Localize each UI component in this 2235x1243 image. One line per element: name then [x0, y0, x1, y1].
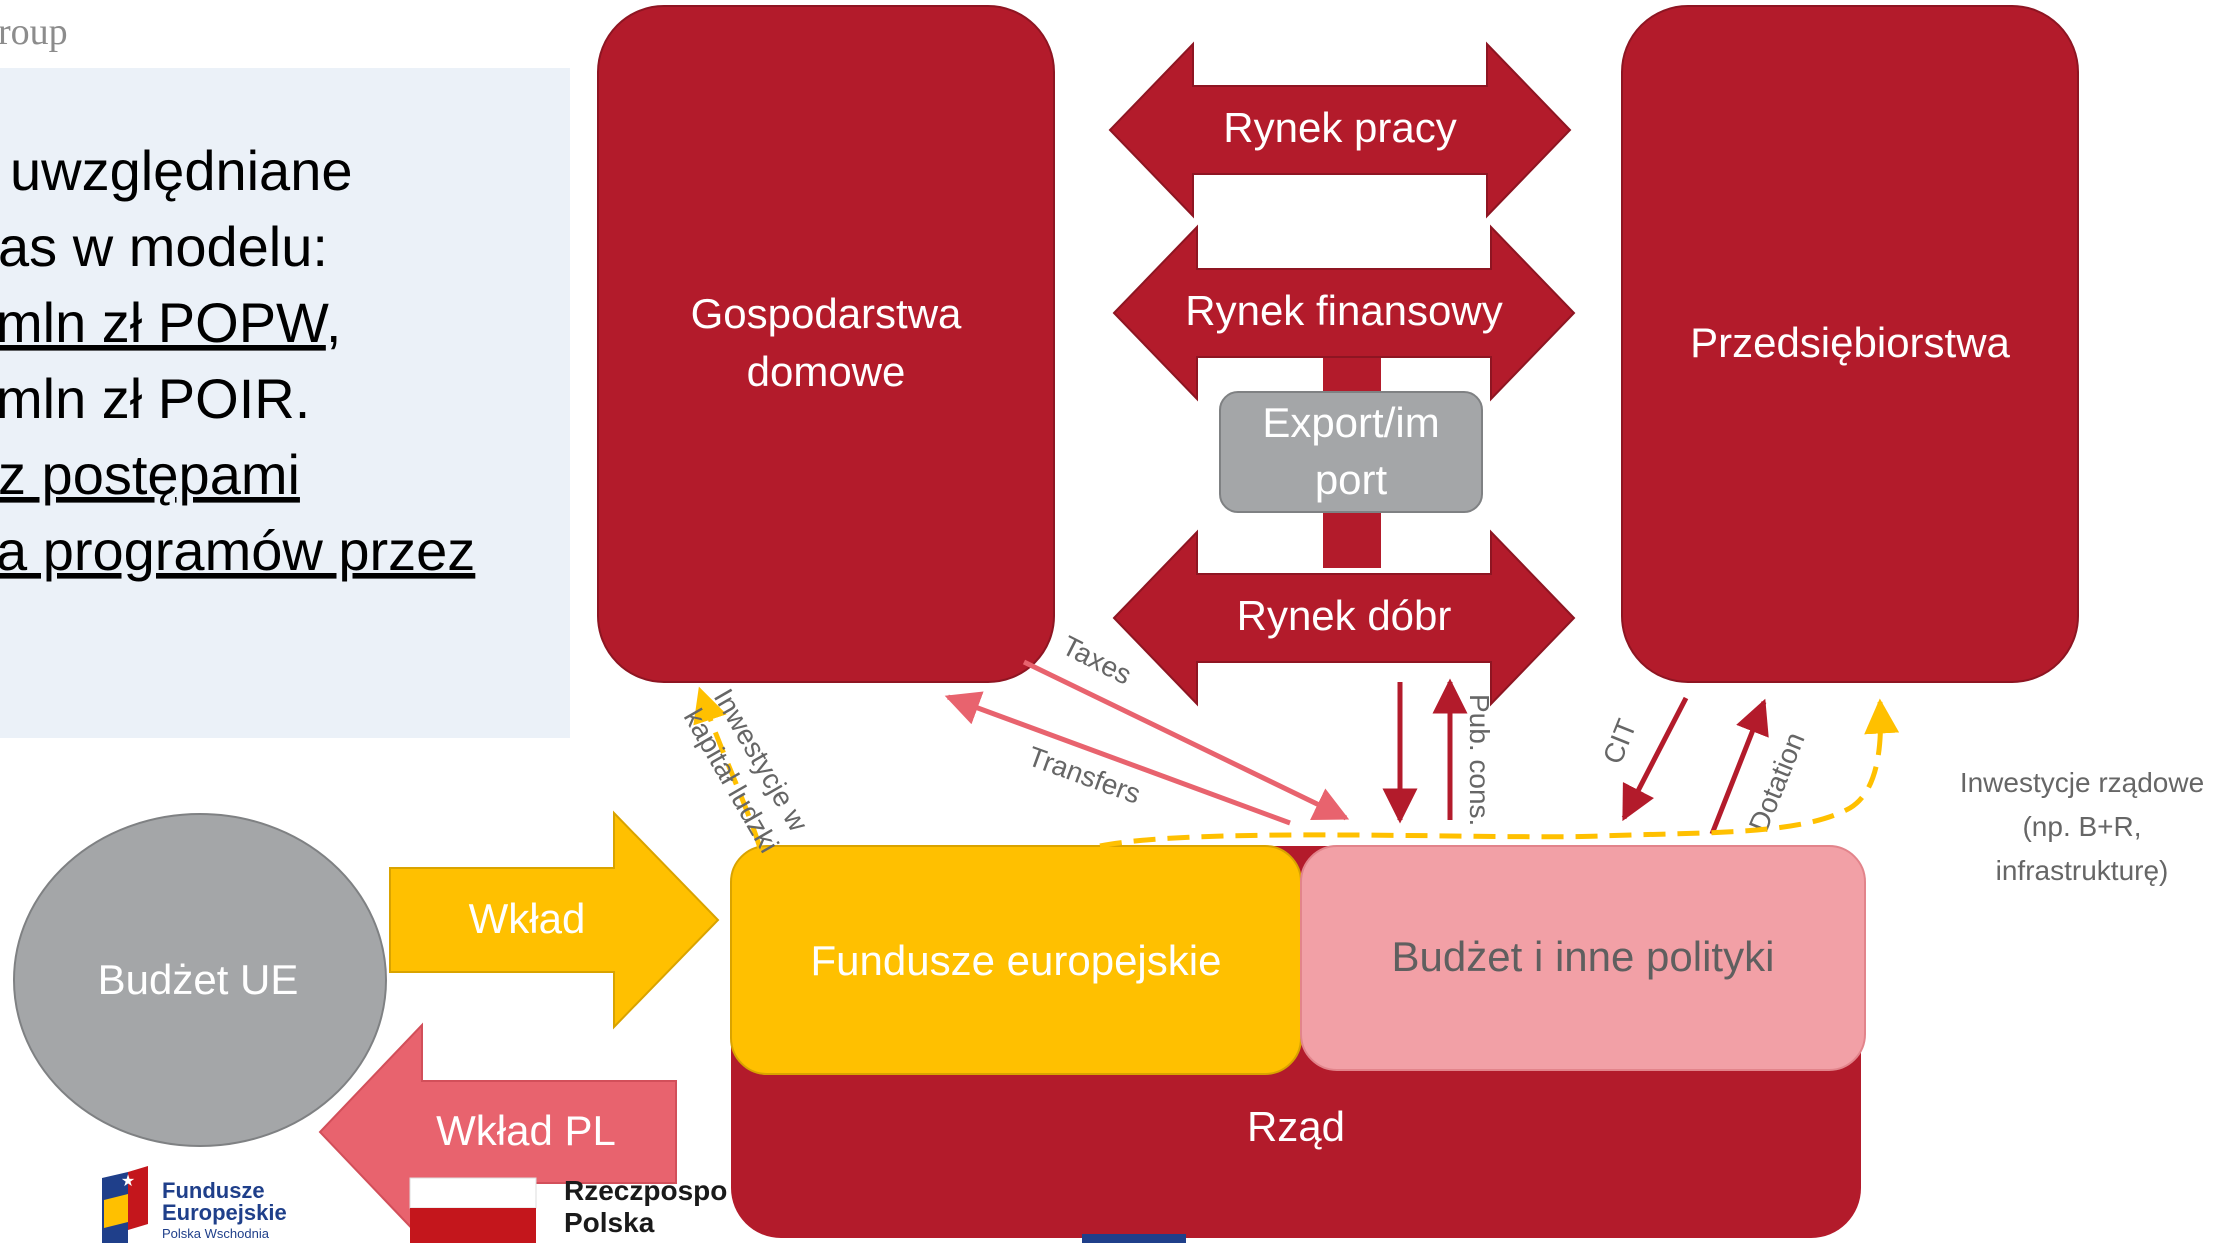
connector-export-goods: [1323, 508, 1381, 568]
labor-market-arrow: [1108, 41, 1572, 219]
pub-cons-label: Pub. cons.: [1464, 694, 1495, 826]
panel-line-3: mln zł POPW: [0, 291, 329, 354]
panel-line-4: mln zł POIR.: [0, 367, 310, 430]
svg-text:★: ★: [121, 1173, 135, 1190]
households-label-1: Gospodarstwa: [691, 290, 962, 337]
goods-market-arrow: [1112, 529, 1576, 707]
enterprises-box: [1621, 5, 2079, 683]
left-text-panel: [0, 68, 570, 738]
cit-arrow: [1621, 696, 1689, 822]
labor-market-label: Rynek pracy: [1223, 104, 1456, 151]
svg-text:as w modelu:: as w modelu:: [0, 215, 328, 278]
dotation-label: Dotation: [1743, 728, 1811, 836]
financial-market-label: Rynek finansowy: [1185, 287, 1502, 334]
header-logo-text: roup: [0, 11, 68, 53]
transfers-arrow: [944, 691, 1291, 826]
fe-logo-line-1: Fundusze: [162, 1178, 265, 1203]
left-panel-text: uwzględniane as w modelu: mln zł POPW, m…: [0, 139, 475, 582]
panel-line-6: a programów przez: [0, 519, 475, 582]
pl-contribution-arrow: [318, 1022, 677, 1242]
financial-market-arrow: [1112, 224, 1576, 402]
svg-text:uwzględniane: uwzględniane: [10, 139, 352, 202]
gov-investment-flow: [1099, 698, 1900, 849]
rp-logo-line-1: Rzeczpospo: [564, 1175, 727, 1206]
svg-text:mln zł POIR.: mln zł POIR.: [0, 367, 310, 430]
government-label: Rząd: [1247, 1103, 1345, 1150]
panel-line-3-suffix: ,: [326, 291, 342, 354]
european-funds-label: Fundusze europejskie: [811, 937, 1222, 984]
gov-investment-label-1: Inwestycje rządowe: [1960, 767, 2204, 798]
eu-budget-circle: [13, 813, 387, 1147]
svg-text:mln zł POPW,: mln zł POPW,: [0, 291, 341, 354]
human-capital-investment-flow: [693, 686, 763, 849]
taxes-arrow: [1022, 659, 1350, 821]
svg-text:z postępami: z postępami: [0, 443, 300, 506]
gov-investment-label-3: infrastrukturę): [1996, 855, 2169, 886]
fe-logo-line-3: Polska Wschodnia: [162, 1226, 270, 1241]
contribution-label: Wkład: [469, 895, 586, 942]
export-import-label-1: Export/im: [1262, 399, 1439, 446]
budget-policies-label: Budżet i inne polityki: [1392, 933, 1775, 980]
export-import-label-2: port: [1315, 456, 1388, 503]
eu-budget-label: Budżet UE: [98, 956, 299, 1003]
households-box: [597, 5, 1055, 683]
pl-contribution-label: Wkład PL: [436, 1107, 616, 1154]
svg-text:a programów przez: a programów przez: [0, 519, 475, 582]
export-import-box: [1219, 391, 1483, 513]
households-label-2: domowe: [747, 348, 906, 395]
budget-policies-box: [1300, 845, 1866, 1071]
contribution-arrow: [389, 810, 720, 1030]
dotation-arrow: [1709, 698, 1769, 835]
gov-investment-label-2: (np. B+R,: [2022, 811, 2141, 842]
enterprises-label: Przedsiębiorstwa: [1690, 319, 2010, 366]
panel-line-5: z postępami: [0, 443, 300, 506]
transfers-label: Transfers: [1024, 741, 1145, 810]
panel-line-2: as w modelu:: [0, 215, 328, 278]
panel-line-1: uwzględniane: [10, 139, 352, 202]
goods-market-label: Rynek dóbr: [1237, 592, 1452, 639]
cit-label: CIT: [1597, 715, 1643, 768]
rp-logo-line-2: Polska: [564, 1207, 655, 1238]
rzeczpospolita-polska-logo: Rzeczpospo Polska: [409, 1175, 727, 1243]
fundusze-europejskie-logo: ★ Fundusze Europejskie Polska Wschodnia: [102, 1166, 287, 1243]
eu-flag-strip: [1082, 1234, 1186, 1243]
fe-logo-line-2: Europejskie: [162, 1200, 287, 1225]
